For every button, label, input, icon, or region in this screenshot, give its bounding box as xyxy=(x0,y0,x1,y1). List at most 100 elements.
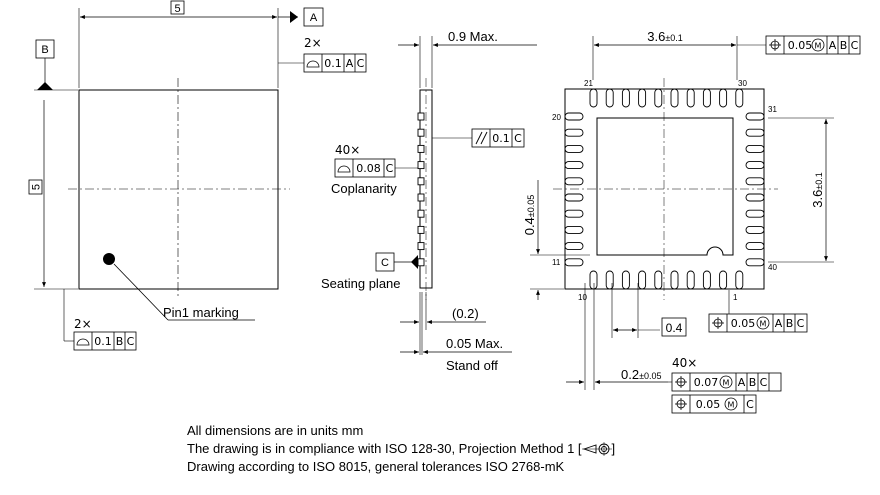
bottom-view: 21 30 31 20 11 40 10 1 3.6±0.1 0.05 M A … xyxy=(522,29,861,414)
svg-text:20: 20 xyxy=(552,113,561,122)
svg-text:31: 31 xyxy=(768,105,777,114)
side-lead xyxy=(417,112,425,121)
pad-left xyxy=(564,128,584,137)
pad-top xyxy=(686,88,695,108)
height-dim: 5 xyxy=(31,184,43,190)
pad-bottom xyxy=(605,270,614,290)
pad-top xyxy=(735,88,744,108)
profile-surface-icon xyxy=(76,338,90,346)
svg-text:C: C xyxy=(760,376,768,389)
datum-b: B xyxy=(41,44,48,56)
package-outline xyxy=(78,89,279,290)
svg-text:0.05: 0.05 xyxy=(731,317,756,330)
coplanarity-label: Coplanarity xyxy=(331,181,397,196)
svg-text:30: 30 xyxy=(738,79,747,88)
svg-text:0.1: 0.1 xyxy=(492,132,510,145)
svg-text:0.1: 0.1 xyxy=(324,57,342,70)
profile-surface-icon xyxy=(337,165,351,173)
pad-bottom xyxy=(621,270,630,290)
svg-text:C: C xyxy=(127,335,135,348)
pad-right xyxy=(745,242,765,251)
pin1-dot xyxy=(103,253,115,265)
pad-top xyxy=(621,88,630,108)
pad-right xyxy=(745,161,765,170)
pad-right xyxy=(745,209,765,218)
top-profile-frame xyxy=(303,53,367,73)
pad-left xyxy=(564,177,584,186)
svg-text:A: A xyxy=(738,376,746,389)
pad-top xyxy=(638,88,647,108)
svg-text:0.05: 0.05 xyxy=(788,39,813,52)
mmc-icon xyxy=(811,38,825,52)
note-iso128: The drawing is in compliance with ISO 12… xyxy=(187,441,616,456)
top-count: 2× xyxy=(304,36,322,50)
top-view: Pin1 marking 5 A 2× 0.1 A C 5 B xyxy=(28,0,367,351)
mmc-icon xyxy=(756,316,770,330)
pitch: 0.4 xyxy=(666,321,683,335)
datum-c: C xyxy=(381,257,389,269)
svg-text:C: C xyxy=(514,132,522,145)
note-iso8015: Drawing according to ISO 8015, general t… xyxy=(187,459,565,474)
note-units: All dimensions are in units mm xyxy=(187,423,364,438)
side-lead xyxy=(417,177,425,186)
pad-bottom xyxy=(670,270,679,290)
svg-text:0.07: 0.07 xyxy=(694,376,719,389)
svg-text:M: M xyxy=(728,401,735,410)
svg-text:C: C xyxy=(851,39,859,52)
bottom-pads xyxy=(564,88,765,290)
pad-span-x: 3.6 xyxy=(647,29,665,44)
exposed-pad xyxy=(596,117,734,256)
pad-right xyxy=(745,225,765,234)
lead-thickness: (0.2) xyxy=(452,306,479,321)
pad-width: 0.2 xyxy=(621,367,639,382)
pad-top xyxy=(719,88,728,108)
svg-text:A: A xyxy=(775,317,783,330)
svg-text:0.2±0.05: 0.2±0.05 xyxy=(621,367,662,382)
pad-top xyxy=(654,88,663,108)
pad-left xyxy=(564,161,584,170)
svg-text:B: B xyxy=(749,376,757,389)
bottom-count: 2× xyxy=(74,317,92,331)
projection-method-icon xyxy=(581,442,612,456)
seating-plane-label: Seating plane xyxy=(321,276,401,291)
svg-text:0.4±0.05: 0.4±0.05 xyxy=(522,195,537,236)
standoff-label: Stand off xyxy=(446,358,498,373)
pad-right xyxy=(745,258,765,267)
pad-right xyxy=(745,193,765,202)
pad-left xyxy=(564,193,584,202)
svg-text:C: C xyxy=(357,57,365,70)
pad-position-frame-1 xyxy=(671,372,782,392)
bottom-profile-frame xyxy=(73,331,137,351)
svg-text:M: M xyxy=(815,42,822,51)
side-lead xyxy=(417,144,425,153)
side-lead xyxy=(417,258,425,267)
side-lead xyxy=(417,225,425,234)
pad-bottom xyxy=(654,270,663,290)
svg-text:0.1: 0.1 xyxy=(94,335,112,348)
pad-bottom xyxy=(735,270,744,290)
position-frame-right xyxy=(708,313,808,333)
pad-top xyxy=(605,88,614,108)
svg-text:10: 10 xyxy=(578,293,587,302)
svg-text:0.08: 0.08 xyxy=(356,162,381,175)
pad-bottom xyxy=(589,270,598,290)
svg-text:40: 40 xyxy=(768,263,777,272)
svg-text:C: C xyxy=(797,317,805,330)
svg-text:A: A xyxy=(829,39,837,52)
drawing-notes: All dimensions are in units mm The drawi… xyxy=(187,422,615,476)
side-lead xyxy=(417,209,425,218)
svg-text:B: B xyxy=(840,39,848,52)
pad-left xyxy=(564,209,584,218)
svg-text:11: 11 xyxy=(552,258,561,267)
profile-surface-icon xyxy=(306,60,320,68)
svg-text:B: B xyxy=(116,335,124,348)
svg-text:A: A xyxy=(346,57,354,70)
pad-left xyxy=(564,225,584,234)
standoff-value: 0.05 Max. xyxy=(446,336,503,351)
parallelism-frame xyxy=(471,128,525,148)
pad-bottom xyxy=(719,270,728,290)
mmc-icon xyxy=(724,397,738,411)
svg-text:C: C xyxy=(386,162,394,175)
pad-count: 40× xyxy=(672,356,697,370)
